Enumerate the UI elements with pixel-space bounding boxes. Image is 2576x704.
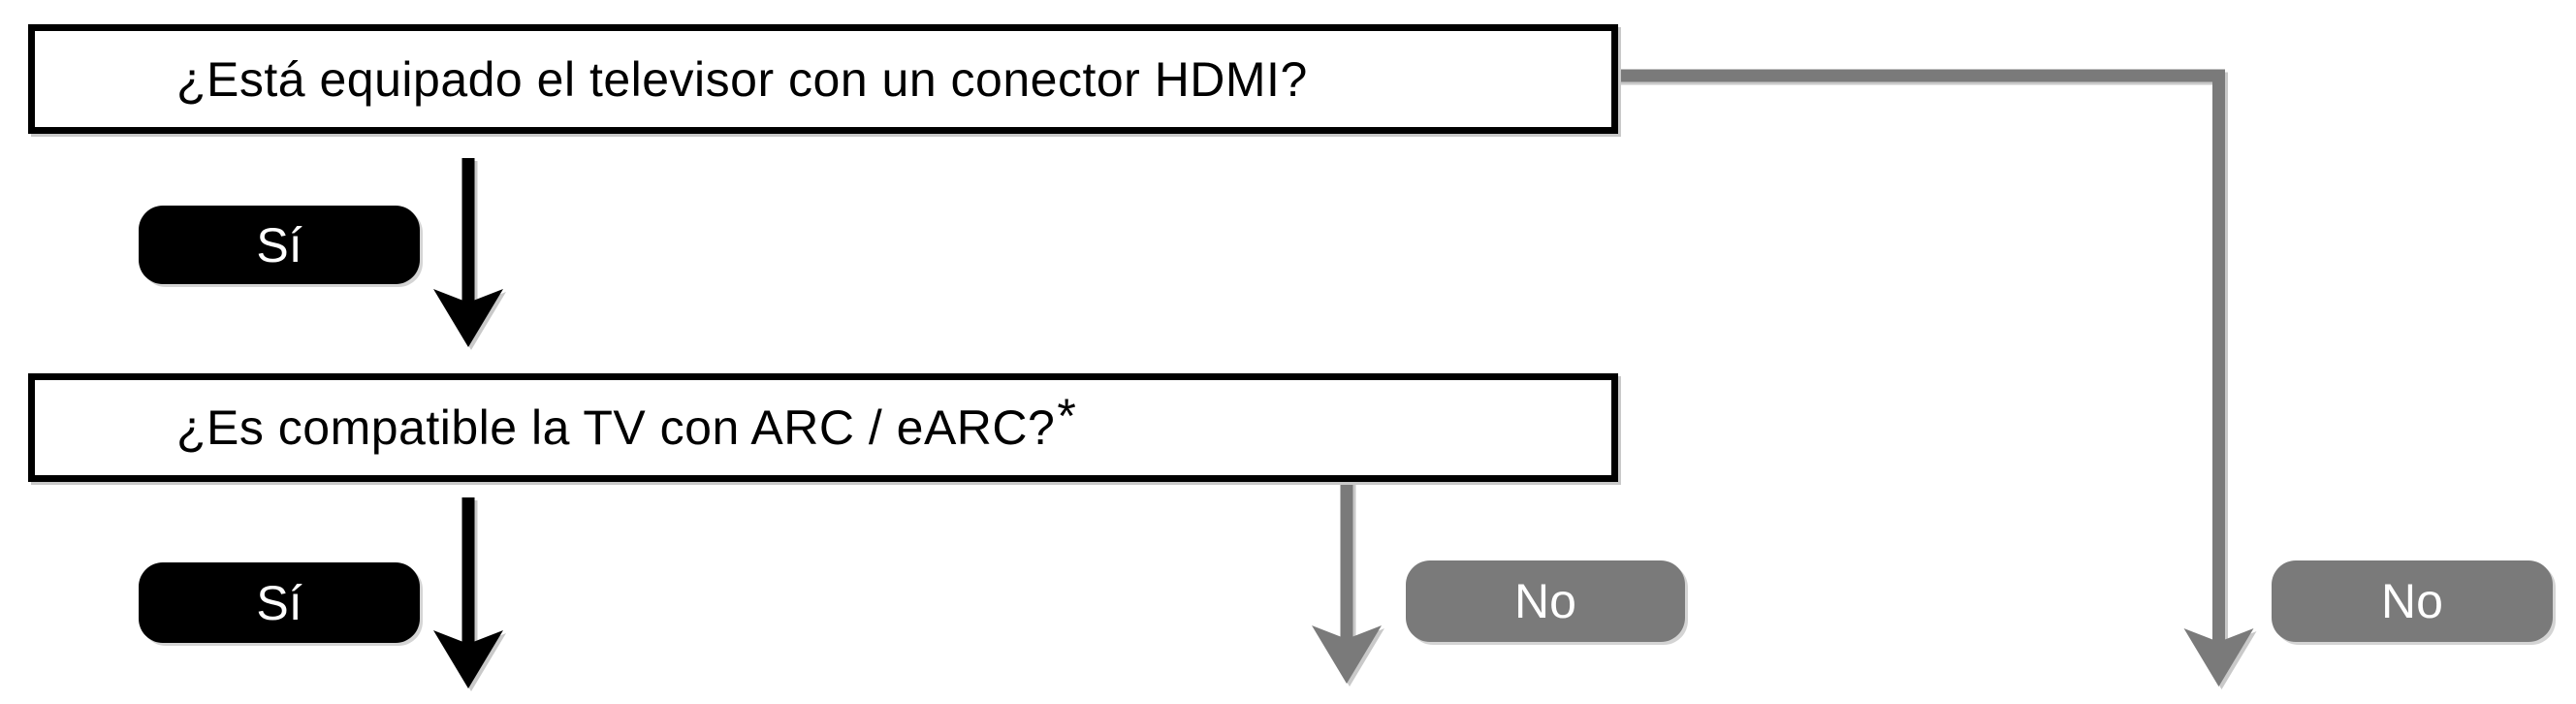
connector-no-right-arrow xyxy=(1614,69,2254,687)
badge-no-middle-label: No xyxy=(1514,574,1576,628)
arrowhead-down-icon xyxy=(433,289,503,347)
connector-no-mid-arrow xyxy=(1312,479,1382,684)
badge-yes-1: Sí xyxy=(139,206,420,284)
question-box-arc: ¿Es compatible la TV con ARC / eARC?* xyxy=(28,373,1618,482)
connector-yes-2-arrow xyxy=(433,497,503,688)
badge-no-right: No xyxy=(2272,560,2553,642)
question-hdmi-text: ¿Está equipado el televisor con un conec… xyxy=(176,51,1308,107)
arrowhead-down-icon xyxy=(2183,628,2254,687)
badge-yes-2: Sí xyxy=(139,562,420,643)
badge-yes-2-label: Sí xyxy=(256,575,302,630)
question-arc-text: ¿Es compatible la TV con ARC / eARC? xyxy=(176,400,1056,455)
connector-yes-1-arrow xyxy=(433,158,503,347)
arrowhead-down-icon xyxy=(1312,625,1382,684)
badge-yes-1-label: Sí xyxy=(256,217,302,272)
question-box-hdmi: ¿Está equipado el televisor con un conec… xyxy=(28,24,1618,134)
arrowhead-down-icon xyxy=(433,630,503,688)
connector-no-right-line xyxy=(1614,69,2225,646)
footnote-asterisk: * xyxy=(1057,389,1076,443)
badge-no-middle: No xyxy=(1406,560,1685,642)
badge-no-right-label: No xyxy=(2381,574,2443,628)
